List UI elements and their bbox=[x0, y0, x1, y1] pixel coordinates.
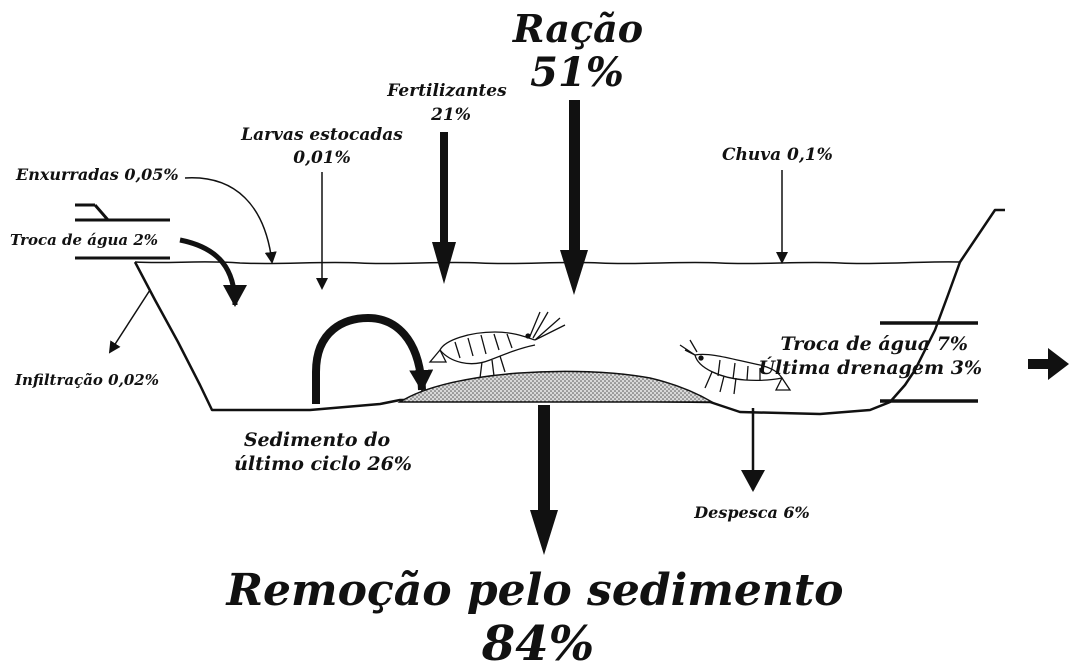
fertilizantes-arrow bbox=[432, 132, 456, 284]
ultima-drenagem-label: Última drenagem 3% bbox=[758, 356, 982, 379]
sedimento-arrow bbox=[312, 313, 434, 404]
fertilizantes-label: Fertilizantes bbox=[386, 81, 507, 101]
remocao-label: Remoção pelo sedimento bbox=[224, 565, 843, 616]
pond-outline bbox=[133, 208, 1005, 416]
sedimento-label-line2: último ciclo 26% bbox=[234, 453, 412, 475]
larvas-percent: 0,01% bbox=[293, 148, 351, 168]
infiltracao-label: Infiltração 0,02% bbox=[14, 371, 159, 389]
fertilizantes-percent: 21% bbox=[430, 105, 471, 125]
sedimento-label-line1: Sedimento do bbox=[244, 429, 391, 451]
chuva-label: Chuva 0,1% bbox=[722, 145, 833, 165]
water-surface bbox=[134, 261, 961, 265]
racao-arrow bbox=[560, 100, 588, 295]
despesca-label: Despesca 6% bbox=[693, 503, 809, 522]
remocao-arrow bbox=[530, 405, 558, 555]
infiltracao-arrow bbox=[108, 289, 151, 354]
shrimp-left-icon bbox=[428, 311, 566, 379]
racao-label: Ração bbox=[512, 6, 643, 51]
inlet-pipe bbox=[75, 203, 170, 260]
troca-entrada-label: Troca de água 2% bbox=[10, 231, 158, 249]
sediment-mound bbox=[397, 370, 715, 403]
enxurradas-arrow bbox=[184, 177, 277, 264]
shrimp-right-icon bbox=[679, 339, 792, 395]
troca-saida-label: Troca de água 7% bbox=[780, 333, 968, 355]
remocao-percent: 84% bbox=[481, 616, 594, 670]
enxurradas-label: Enxurradas 0,05% bbox=[15, 165, 179, 184]
larvas-label: Larvas estocadas bbox=[240, 125, 403, 145]
racao-percent: 51% bbox=[530, 49, 624, 96]
troca-entrada-arrow bbox=[179, 237, 247, 307]
saida-arrow bbox=[1028, 348, 1069, 380]
outlet-pipe bbox=[880, 321, 978, 403]
